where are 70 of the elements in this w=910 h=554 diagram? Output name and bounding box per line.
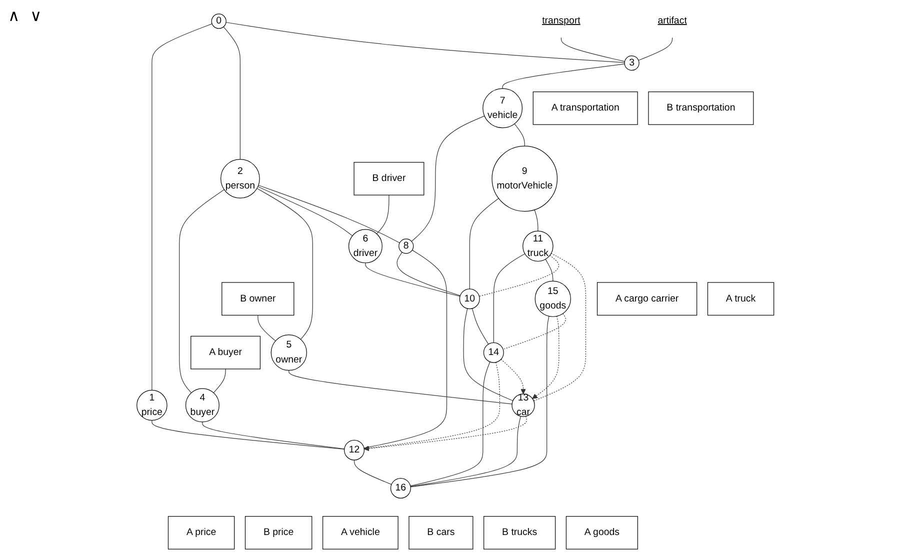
connector — [472, 308, 488, 344]
connector — [202, 422, 344, 450]
node-box: B driver — [353, 162, 424, 196]
arrow — [500, 358, 526, 394]
connector — [462, 308, 513, 402]
connector — [257, 314, 276, 342]
connector — [544, 258, 553, 282]
node-box: A goods — [566, 516, 638, 550]
node-circle: 14 — [483, 342, 504, 363]
node-circle: 7 vehicle — [482, 88, 522, 128]
node-circle: 6 driver — [348, 229, 382, 264]
connector — [151, 24, 212, 390]
node-circle: 2 person — [220, 158, 260, 198]
connector — [364, 262, 460, 297]
node-box: A truck — [707, 282, 774, 316]
symbol-label: ∧ — [8, 8, 20, 25]
connector — [354, 460, 392, 485]
connector — [493, 253, 525, 343]
connector — [410, 116, 484, 242]
connector — [478, 255, 559, 297]
symbol-label: ∨ — [30, 8, 42, 25]
node-box: B cars — [408, 516, 473, 550]
node-circle: 5 owner — [270, 334, 307, 371]
connector — [514, 123, 525, 146]
node-circle: 3 — [624, 56, 639, 71]
node-circle: 0 — [210, 14, 226, 29]
arrow — [532, 316, 559, 399]
node-box: B owner — [221, 282, 294, 316]
connector — [468, 198, 499, 290]
node-circle: 4 buyer — [185, 388, 220, 422]
node-circle: 9 motorVehicle — [491, 146, 558, 212]
node-box: A price — [168, 516, 234, 550]
node-circle: 12 — [344, 440, 364, 460]
node-text: artifact — [657, 16, 687, 26]
connector — [502, 64, 625, 89]
connector — [257, 186, 352, 236]
connector — [212, 368, 226, 394]
node-circle: 10 — [459, 288, 480, 310]
node-box: A transportation — [532, 92, 638, 125]
connector — [288, 370, 512, 404]
connector — [638, 37, 672, 61]
node-circle: 8 — [398, 238, 414, 254]
node-box: A buyer — [190, 336, 260, 370]
connector — [396, 252, 460, 296]
node-circle: 16 — [390, 478, 411, 498]
connector — [151, 420, 344, 450]
connector — [222, 26, 240, 160]
node-box: A cargo carrier — [596, 282, 697, 316]
node-circle: 13 car — [511, 394, 535, 417]
node-box: B trucks — [483, 516, 556, 550]
connector — [410, 416, 521, 487]
node-text: transport — [542, 16, 580, 26]
connector — [376, 194, 389, 234]
node-circle: 11 truck — [522, 230, 553, 262]
connector — [560, 37, 625, 62]
node-circle: 15 goods — [534, 280, 571, 317]
connector — [410, 316, 549, 488]
node-box: B transportation — [648, 92, 754, 125]
node-box: B price — [244, 516, 312, 550]
connector — [363, 250, 447, 448]
connector — [178, 189, 224, 394]
node-box: A vehicle — [322, 516, 398, 550]
connector — [534, 209, 538, 232]
connector — [225, 22, 625, 63]
connector — [502, 313, 566, 350]
arrow — [364, 362, 500, 451]
node-circle: 1 price — [136, 390, 167, 421]
connector — [410, 362, 490, 486]
connector — [256, 188, 313, 340]
connector — [258, 184, 400, 244]
